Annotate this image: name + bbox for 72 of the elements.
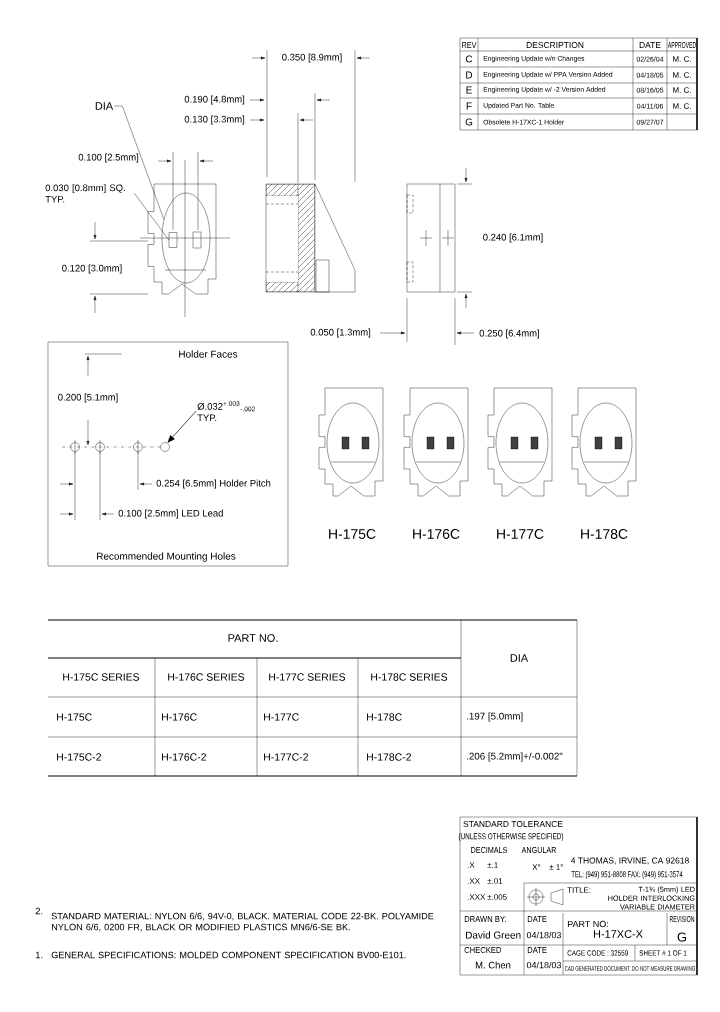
part-label: H-177C [497,529,544,539]
field-label: DATE [527,947,547,953]
address-text: 4 THOMAS, IRVINE, CA 92618 [570,857,689,865]
table-cell: H-177C [264,713,299,721]
dimension-label: 0.200 [5.1mm] [58,393,118,403]
leader-text: DIA [95,102,114,110]
table-cell: F [466,102,472,110]
address-text: TEL: (949) 951-8808 FAX: (949) 951-3574 [571,871,683,879]
tolerance-note: (UNLESS OTHERWISE SPECIFIED) [458,833,564,841]
table-header: DESCRIPTION [526,42,584,48]
table-cell: .197 [5.0mm] [467,712,523,722]
square-pad [168,232,178,248]
table-header: H-175C SERIES [63,673,140,681]
note-number: 2. [35,907,43,915]
table-cell: H-178C [367,713,402,721]
table-cell: C [465,55,473,63]
table-cell: H-175C [57,713,92,721]
field-label: REVISION [669,916,695,922]
dimension-label: 0.050 [1.3mm] [310,328,371,338]
table-cell: E [466,86,472,94]
tolerance-heading: DECIMALS [471,847,508,853]
table-cell: H-177C-2 [264,753,308,761]
table-header: APPROVED [667,42,696,48]
table-header: H-176C SERIES [168,673,245,681]
leader-line [114,105,165,220]
dimension-label: 0.250 [6.4mm] [479,329,539,339]
field-value: 04/18/03 [526,931,562,939]
mounting-hole [160,442,170,452]
field-label: CHECKED [464,947,502,953]
table-cell: H-178C-2 [367,753,411,761]
field-label: DATE [527,916,547,922]
field-value: M. Chen [475,961,511,969]
dimension-label: 0.190 [4.8mm] [184,95,245,105]
panel-title: Holder Faces [179,350,238,358]
field-label: DRAWN BY: [464,916,506,922]
field-value: H-17XC-X [593,930,643,938]
dimension-label: 0.130 [3.3mm] [184,115,245,125]
table-header: H-178C SERIES [371,673,448,681]
note-text: GENERAL SPECIFICATIONS: MOLDED COMPONENT SPECIFICATION BV00-E101. [51,951,406,959]
field-value: David Green [466,931,521,939]
table-cell: H-176C [162,713,197,721]
field-value: G [677,932,687,942]
part-label: H-178C [581,529,628,539]
dimension-label: 0.240 [6.1mm] [483,233,543,243]
tolerance-heading: STANDARD TOLERANCE [463,821,563,827]
table-header: REV [462,42,477,48]
dimension-label: 0.350 [8.9mm] [282,53,342,63]
table-header: H-177C SERIES [269,673,346,681]
tolerance-heading: ANGULAR [521,847,557,853]
leader-text: 0.030 [0.8mm] SQ. TYP. [45,184,125,203]
part-label: H-175C [329,529,376,539]
table-cell: .206 [5.2mm]+/-0.002" [467,752,563,762]
table-cell: H-175C-2 [57,753,101,761]
note-number: 1. [35,951,43,959]
holder-outline [161,192,211,284]
field-label: PART NO: [567,920,608,928]
leader-line [167,410,197,443]
leader-line [134,193,169,241]
dimension-label: 0.120 [3.0mm] [62,264,122,274]
table-cell: H-176C-2 [162,753,206,761]
note-text: STANDARD MATERIAL: NYLON 6/6, 94V-0, BLACK. MATERIAL CODE 22-BK. POLYAMIDE NYLON 6/6, 0200 FR, BLACK OR MODIFIED PLASTICS MN6/6-SE BK. [51,912,434,932]
table-header: DIA [510,654,529,662]
part-label: H-176C [413,529,460,539]
dimension-label: 0.100 [2.5mm] [78,153,139,163]
dimension-label: 0.100 [2.5mm] LED Lead [118,509,223,519]
table-cell: G [465,118,473,126]
field-value: 04/18/03 [526,961,562,969]
table-header: PART NO. [228,634,278,642]
dimension-label: 0.254 [6.5mm] Holder Pitch [156,479,271,489]
table-header: DATE [639,42,661,48]
panel-caption: Recommended Mounting Holes [97,552,236,562]
table-cell: D [466,71,473,79]
